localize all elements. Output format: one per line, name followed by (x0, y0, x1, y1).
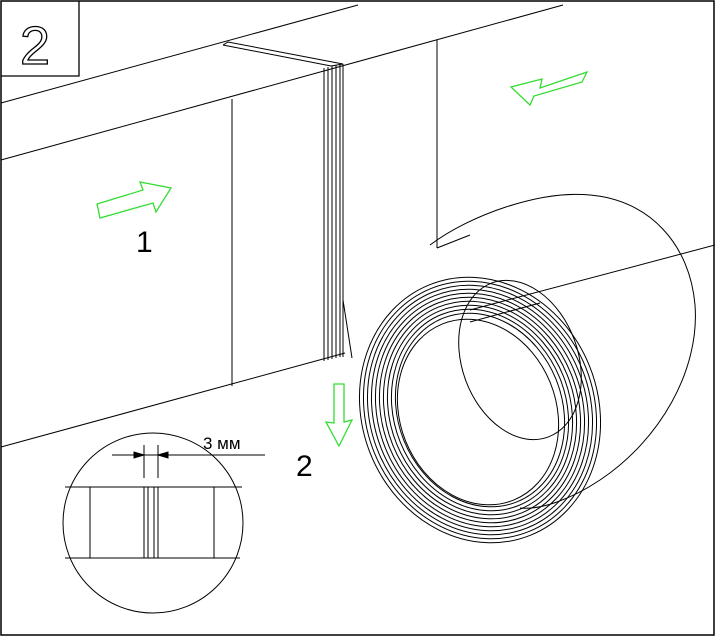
gap-dimension-markers (112, 445, 265, 478)
tape-roll (342, 193, 696, 544)
tape-strip (436, 234, 715, 323)
arrow-2-right-icon (509, 70, 589, 107)
ceiling-beam (0, 4, 564, 161)
arrow-2-label: 2 (296, 450, 313, 483)
insulation-panels (0, 40, 438, 448)
arrow-down-icon (324, 383, 354, 448)
step-badge: 2 (1, 1, 80, 77)
arrow-1-icon (96, 181, 173, 219)
arrow-1-label: 1 (136, 226, 153, 259)
gap-dimension-label: 3 мм (203, 434, 241, 453)
step-number: 2 (20, 16, 50, 76)
detail-magnifier (62, 432, 244, 614)
